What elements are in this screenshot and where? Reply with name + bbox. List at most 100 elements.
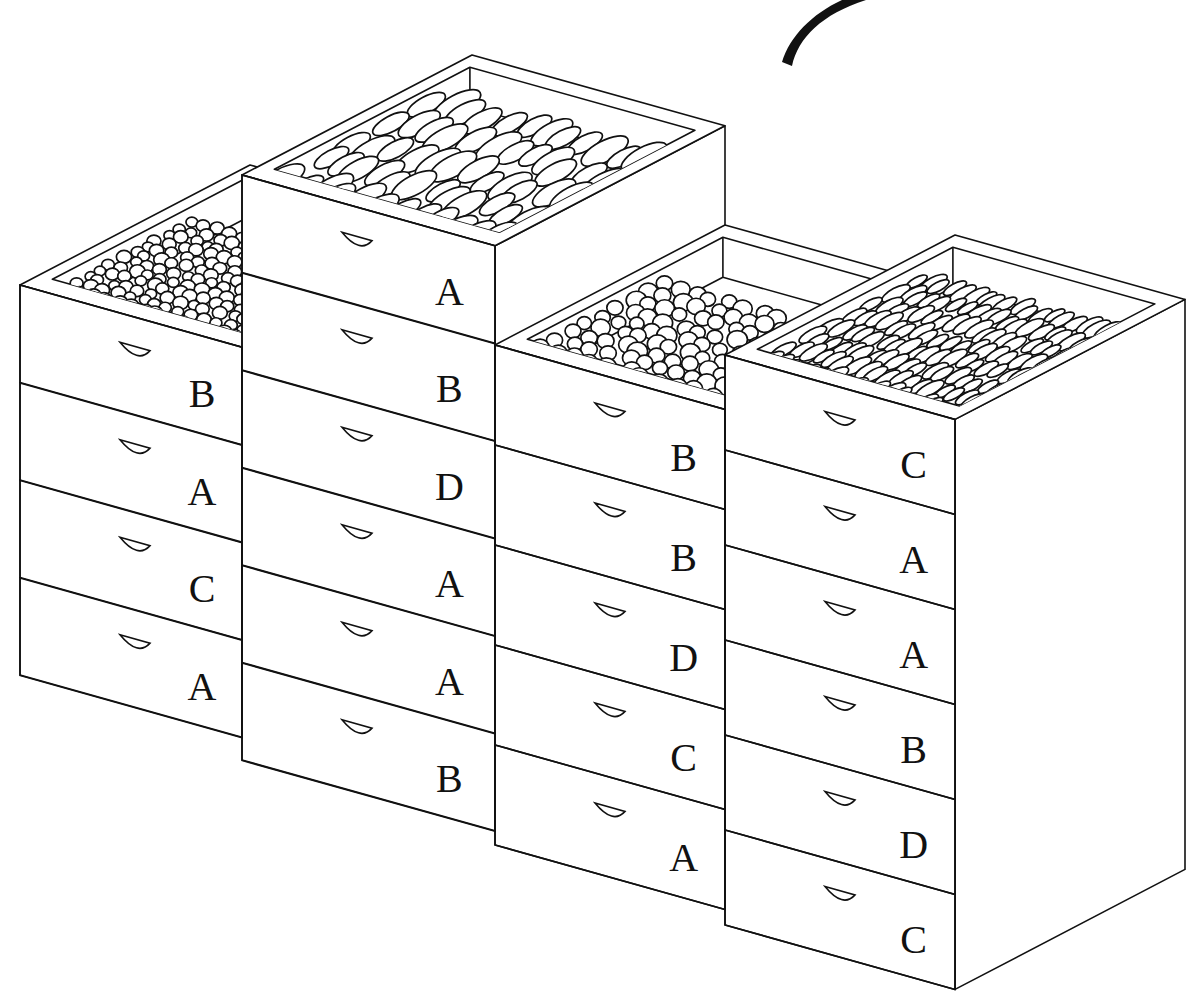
drawer-border (725, 355, 955, 514)
box-item (141, 304, 152, 314)
box-item (179, 259, 193, 271)
drawer-letter: B (670, 538, 697, 578)
drawer-handle (342, 525, 372, 539)
box-item (99, 313, 114, 326)
box-item (541, 364, 556, 378)
drawer-border (725, 640, 955, 799)
box-item (768, 351, 797, 372)
box-item (100, 323, 113, 334)
box-item (356, 221, 396, 252)
box-item (959, 391, 986, 411)
box-item (47, 298, 62, 311)
drawer-handle (342, 427, 372, 441)
drawer-letter: B (670, 438, 697, 478)
box-item (210, 318, 222, 328)
drawer-border (20, 383, 242, 543)
box-item (1051, 345, 1079, 366)
box-item (708, 315, 724, 330)
drawer-outline (242, 468, 495, 636)
drawer-border (725, 735, 955, 894)
box-item (901, 410, 933, 434)
box-item (777, 372, 808, 395)
box-item (115, 326, 127, 336)
box-item (333, 217, 374, 249)
box-item (197, 313, 212, 325)
box-item (1090, 342, 1118, 363)
drawer-front: C (725, 830, 955, 989)
box-item (668, 379, 687, 396)
inner-wall (757, 287, 953, 389)
inner-wall (52, 217, 248, 319)
box-item (387, 228, 442, 270)
box-item (1116, 327, 1144, 348)
box-item (552, 358, 572, 375)
drawer-front: B (495, 345, 725, 509)
box-item (570, 375, 585, 388)
drawer-outline (20, 480, 242, 640)
box-item (166, 330, 179, 341)
drawer-handle (120, 440, 150, 454)
drawer-border (725, 450, 955, 609)
box-item (1001, 386, 1032, 409)
drawer-outline (725, 640, 955, 799)
box-item (991, 396, 1015, 414)
box-item (642, 393, 660, 409)
box-opening (757, 247, 1155, 406)
box-item (1097, 325, 1130, 349)
drawer-handle (120, 537, 150, 551)
box-item (474, 217, 522, 254)
box-item (491, 361, 510, 378)
drawer-letter: C (189, 569, 216, 609)
box-item (520, 358, 540, 376)
drawer-border (495, 345, 725, 509)
box-item (576, 386, 592, 400)
box-item (668, 365, 685, 380)
box-item (115, 316, 128, 327)
box-item (427, 209, 482, 251)
box-item (155, 337, 168, 348)
box-item (794, 361, 823, 383)
drawer-front: A (242, 468, 495, 636)
drawer-stack (725, 235, 1185, 989)
drawer-handle (342, 232, 372, 246)
box-item (1046, 365, 1074, 386)
drawer-front: B (20, 285, 242, 445)
box-item (189, 321, 201, 331)
drawer-border (20, 578, 242, 738)
box-item (546, 176, 598, 216)
box-item (857, 394, 883, 413)
drawer-outline (725, 830, 955, 989)
box-item (630, 368, 648, 384)
drawer-outline (242, 175, 495, 343)
box-item (937, 401, 969, 425)
box-item (821, 387, 846, 405)
box-item (783, 379, 809, 398)
drawer-letter: B (900, 730, 927, 770)
side-face (955, 299, 1185, 989)
drawer-handle (825, 792, 855, 806)
box-item (62, 303, 74, 313)
drawer-handle (825, 887, 855, 901)
box-item (125, 330, 138, 341)
box-item (684, 381, 702, 397)
drawer-front: A (242, 175, 495, 343)
box-item (563, 182, 615, 222)
box-item (518, 371, 538, 388)
box-item (144, 335, 156, 345)
drawer-front: C (495, 645, 725, 809)
drawer-outline (725, 735, 955, 894)
inner-wall (470, 67, 695, 170)
box-item (89, 308, 104, 321)
box-item (35, 296, 48, 307)
box-item (634, 148, 687, 188)
box-item (678, 416, 693, 429)
drawer-border (242, 273, 495, 441)
drawer-letter: B (436, 369, 463, 409)
drawer-handle (825, 507, 855, 521)
box-item (569, 363, 585, 377)
drawer-border (495, 545, 725, 709)
box-item (1005, 365, 1035, 388)
drawer-border (495, 745, 725, 909)
box-item (217, 325, 232, 338)
